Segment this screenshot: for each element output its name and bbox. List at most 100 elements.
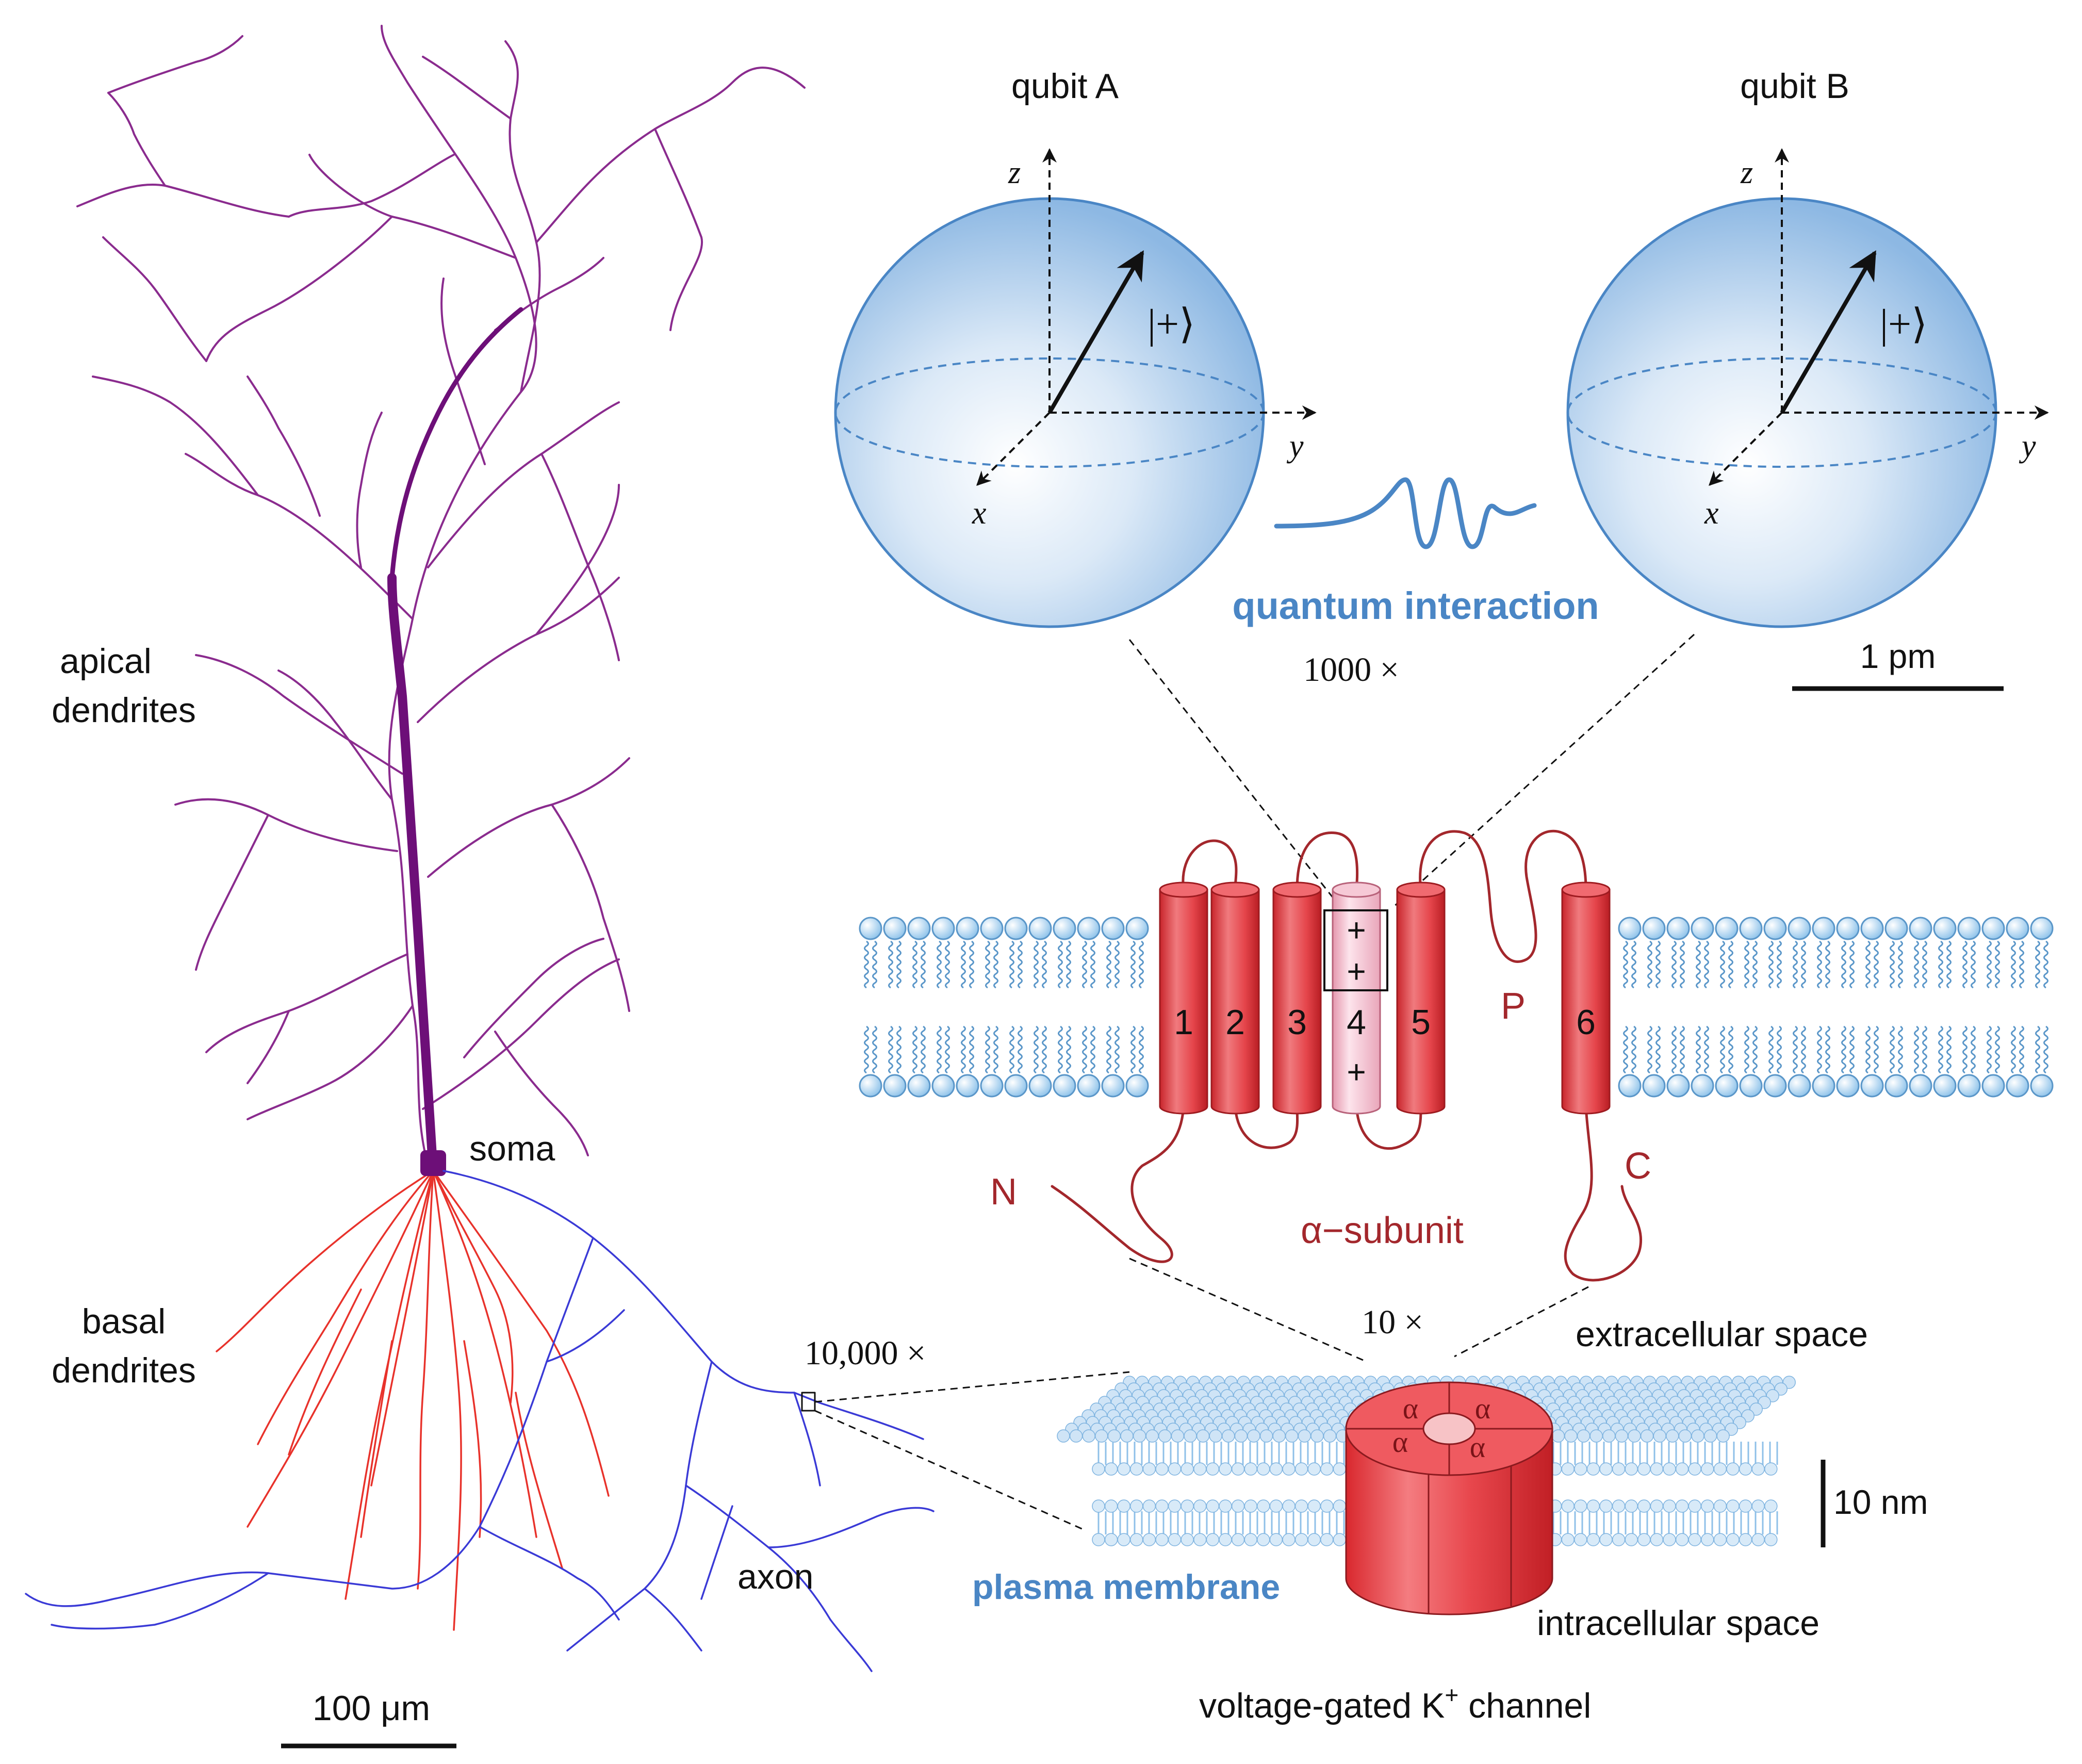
lipid-tail — [1066, 1025, 1071, 1074]
subunit-loops — [1051, 829, 1643, 1282]
lipids-right — [1618, 917, 2054, 1098]
membrane-lipid-head — [1739, 1533, 1752, 1546]
membrane-lipid-head — [1257, 1499, 1270, 1513]
lipid-tail — [985, 1025, 990, 1074]
c-terminus-label: C — [1625, 1146, 1651, 1187]
lipid-head — [1933, 1074, 1957, 1098]
lipid-tail — [1777, 940, 1782, 989]
membrane-lipid-head — [1259, 1429, 1273, 1443]
extracellular-label: extracellular space — [1576, 1315, 1868, 1354]
membrane-lipid-head — [1294, 1499, 1308, 1513]
membrane-lipid-head — [1181, 1462, 1194, 1476]
lipid-tail — [1704, 940, 1709, 989]
lipid-tail — [1034, 940, 1039, 989]
lipid-head — [1739, 917, 1763, 940]
lipid-tail — [1752, 1025, 1758, 1074]
membrane-lipid-head — [1586, 1533, 1600, 1546]
lipid-head — [2030, 1074, 2054, 1098]
lipid-head — [956, 1074, 979, 1098]
lipid-head — [1004, 917, 1028, 940]
lipid-head — [907, 1074, 931, 1098]
lipid-tail — [1922, 940, 1927, 989]
lipid-head — [1004, 1074, 1028, 1098]
lipid-tail — [1938, 1025, 1943, 1074]
lipid-head — [907, 917, 931, 940]
membrane-lipid-head — [1092, 1462, 1105, 1476]
lipid-head — [1666, 1074, 1690, 1098]
helix-number: 5 — [1411, 1003, 1431, 1042]
qubit-scale-label: 1 pm — [1860, 637, 1936, 675]
qubit-a-bloch-sphere: z y x |+⟩ — [834, 148, 1317, 628]
membrane-lipid-head — [1104, 1462, 1118, 1476]
lipid-tail — [1009, 1025, 1014, 1074]
lipid-tail — [1106, 940, 1111, 989]
membrane-lipid-head — [1269, 1533, 1283, 1546]
lipid-tail — [1647, 940, 1652, 989]
membrane-lipid-head — [1181, 1499, 1194, 1513]
lipid-tail — [1090, 1025, 1095, 1074]
membrane-lipid-head — [1688, 1533, 1701, 1546]
membrane-lipid-head — [1158, 1429, 1172, 1443]
lipid-tail — [1680, 940, 1685, 989]
membrane-lipid-head — [1653, 1429, 1666, 1443]
membrane-lipid-head — [1602, 1429, 1616, 1443]
membrane-lipid-head — [1637, 1533, 1651, 1546]
lipid-tail — [993, 940, 998, 989]
membrane-lipid-head — [1282, 1533, 1296, 1546]
membrane-lipid-head — [1155, 1462, 1169, 1476]
membrane-lipid-head — [1739, 1462, 1752, 1476]
membrane-lipid-head — [1612, 1499, 1626, 1513]
state-label-a: |+⟩ — [1147, 302, 1195, 347]
membrane-lipid-head — [1219, 1499, 1232, 1513]
membrane-scale-label: 10 nm — [1833, 1483, 1928, 1521]
lipid-tail — [1114, 1025, 1120, 1074]
membrane-lipid-head — [1222, 1429, 1235, 1443]
lipid-head — [1763, 1074, 1787, 1098]
membrane-lipid-head — [1637, 1462, 1651, 1476]
k-channel-cylinder: α α α α — [1345, 1381, 1553, 1615]
axis-z-label-b: z — [1740, 155, 1753, 190]
lipid-tail — [1890, 1025, 1895, 1074]
lipid-tail — [993, 1025, 998, 1074]
membrane-lipid-head — [1196, 1429, 1210, 1443]
lipid-head — [1836, 1074, 1860, 1098]
membrane-lipid-head — [1257, 1462, 1270, 1476]
helix-3: 3 — [1272, 881, 1322, 1115]
lipid-bilayer-subunit — [859, 917, 2054, 1098]
lipid-head — [1957, 917, 1981, 940]
membrane-lipid-head — [1269, 1499, 1283, 1513]
lipid-tail — [1728, 940, 1733, 989]
membrane-lipid-head — [1333, 1462, 1347, 1476]
lipid-tail — [1066, 940, 1071, 989]
lipid-tail — [2035, 940, 2040, 989]
lipid-tail — [864, 940, 869, 989]
membrane-lipid-head — [1320, 1499, 1334, 1513]
membrane-lipid-head — [1701, 1533, 1714, 1546]
membrane-lipid-head — [1269, 1462, 1283, 1476]
axis-y-label-a: y — [1286, 429, 1304, 464]
axis-z-label-a: z — [1008, 155, 1021, 190]
membrane-lipid-head — [1092, 1533, 1105, 1546]
lipid-head — [883, 917, 907, 940]
membrane-lipid-head — [1650, 1462, 1664, 1476]
lipid-head — [1691, 1074, 1714, 1098]
lipid-tail — [1106, 1025, 1111, 1074]
helix-6: 6 — [1561, 881, 1611, 1115]
qubit-zoom-label: 1000 × — [1303, 651, 1399, 689]
membrane-lipid-head — [1294, 1462, 1308, 1476]
lipid-head — [883, 1074, 907, 1098]
lipid-tail — [1801, 1025, 1806, 1074]
membrane-lipid-head — [1625, 1499, 1638, 1513]
lipid-tail — [1082, 940, 1087, 989]
lipid-tail — [1914, 1025, 1919, 1074]
membrane-lipid-head — [1193, 1462, 1207, 1476]
lipid-tail — [1139, 1025, 1144, 1074]
subunit-zoom-label: 10 × — [1362, 1303, 1423, 1341]
lipid-tail — [2019, 940, 2024, 989]
lipid-tail — [961, 1025, 966, 1074]
lipid-head — [1788, 1074, 1811, 1098]
lipid-head — [1618, 1074, 1642, 1098]
lipid-tail — [1018, 940, 1023, 989]
membrane-lipid-head — [1713, 1499, 1727, 1513]
membrane-lipid-head — [1675, 1533, 1689, 1546]
